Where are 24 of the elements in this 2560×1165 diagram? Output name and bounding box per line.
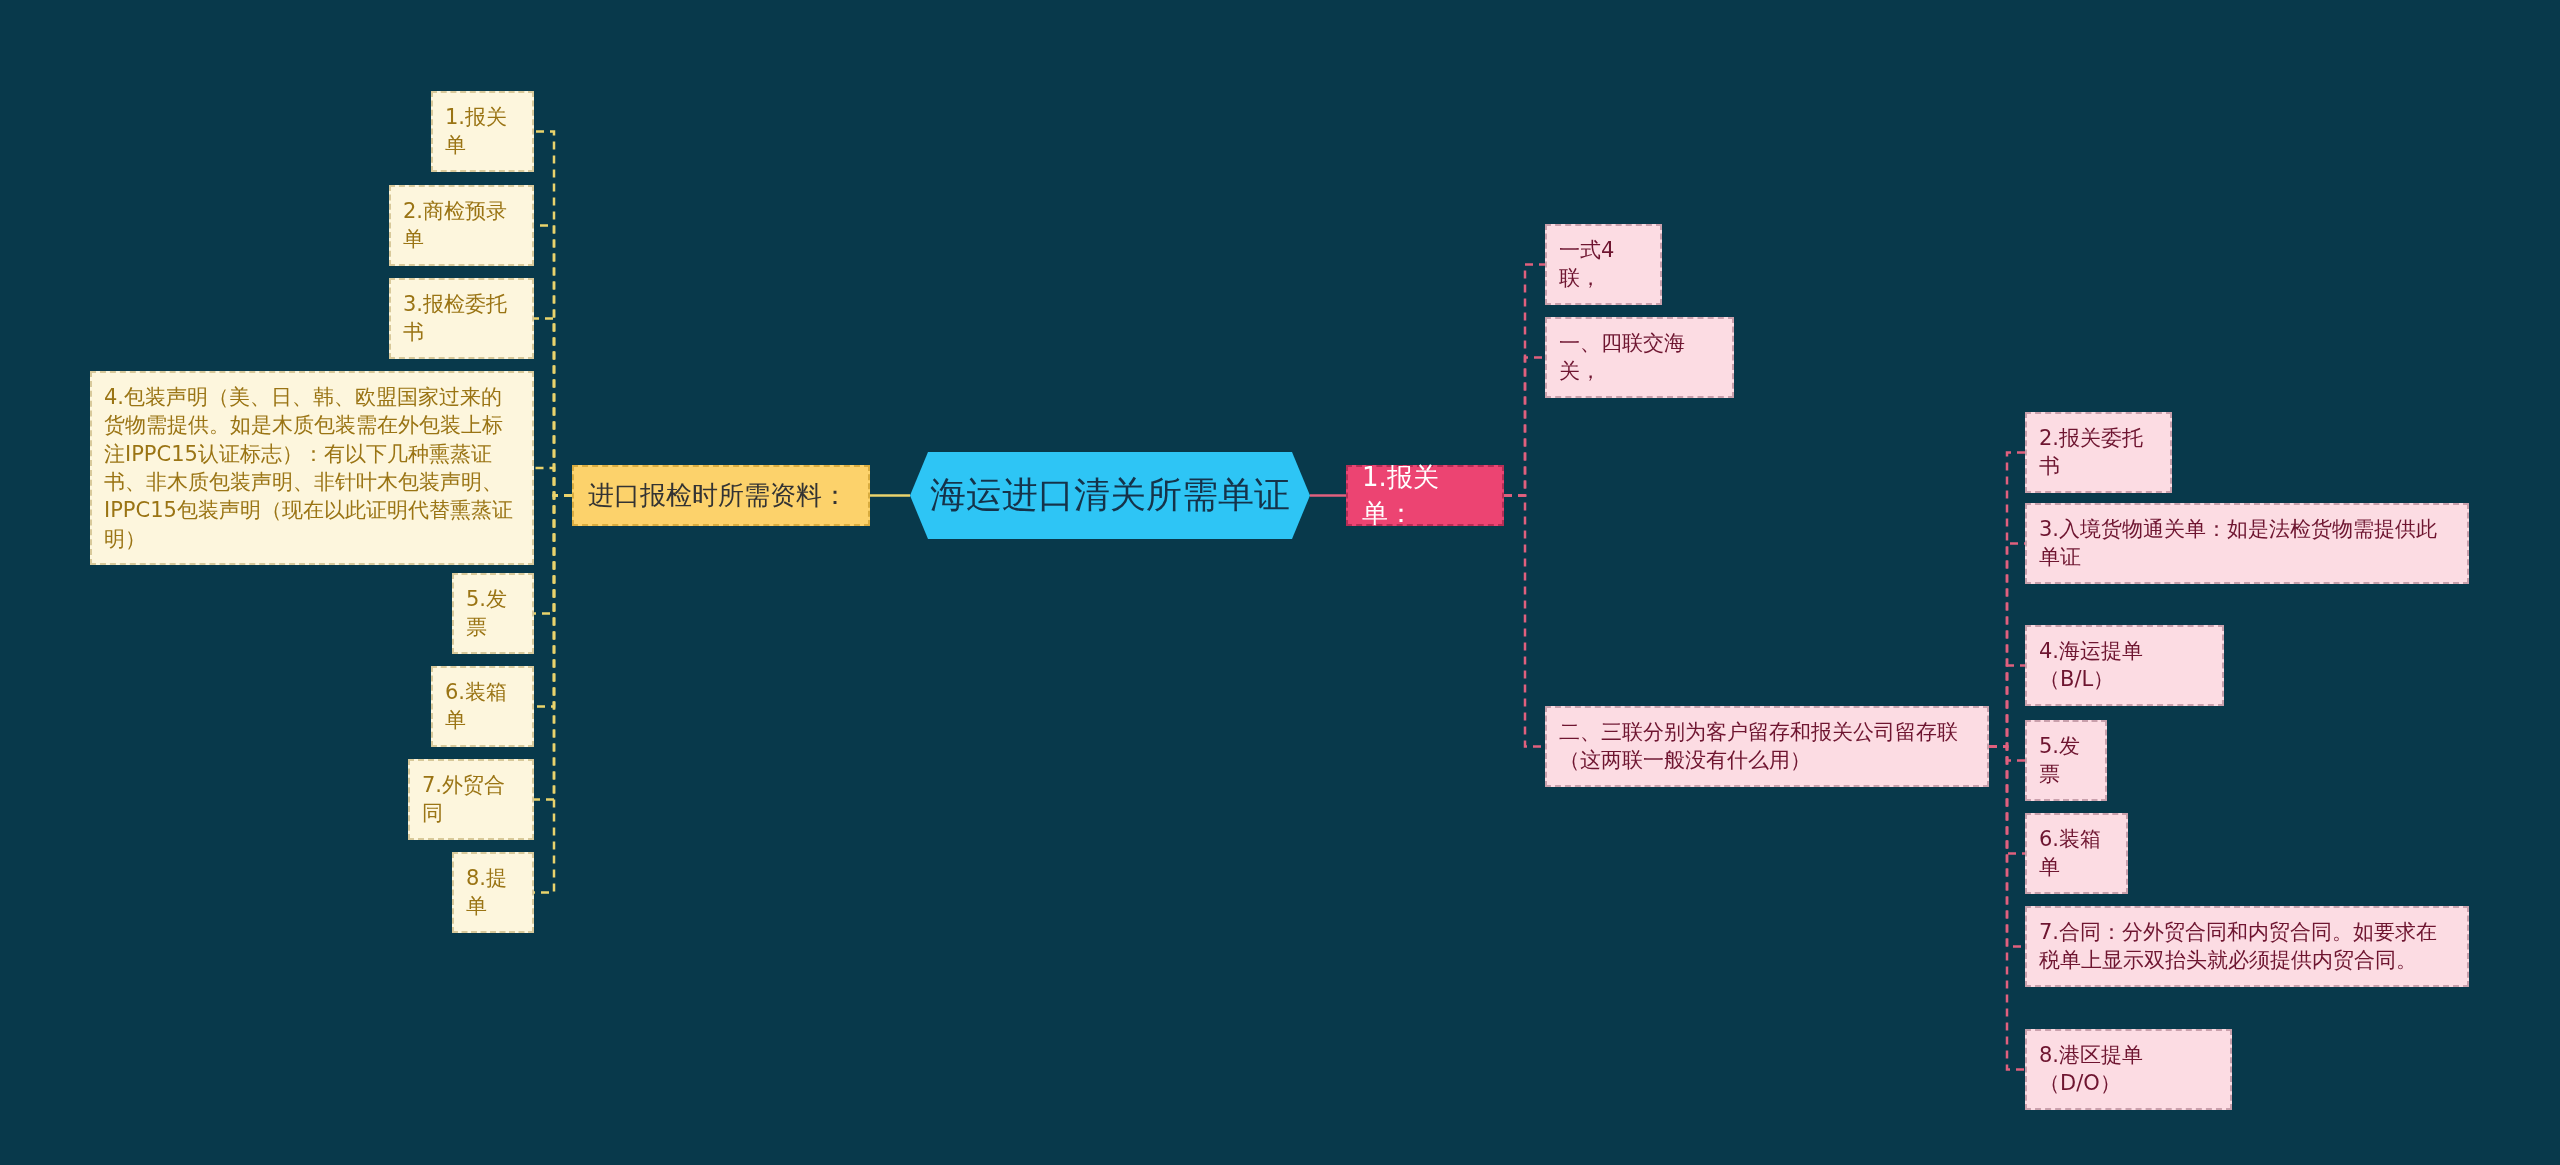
subtopic-box: 4.海运提单（B/L） [2025, 625, 2224, 706]
subtopic-box: 2.报关委托书 [2025, 412, 2172, 493]
topic-box: 1.报关单： [1346, 465, 1504, 526]
subtopic-box: 4.包装声明（美、日、韩、欧盟国家过来的货物需提供。如是木质包装需在外包装上标注IPPC15认证标志）：有以下几种熏蒸证书、非木质包装声明、非针叶木包装声明、IPPC15包装声明（现在以此证明代替熏蒸证明） [90, 371, 534, 566]
subtopic-box: 8.港区提单（D/O） [2025, 1029, 2232, 1110]
subtopic-box: 一式4联， [1545, 224, 1662, 305]
subtopic-box: 7.合同：分外贸合同和内贸合同。如要求在税单上显示双抬头就必须提供内贸合同。 [2025, 906, 2469, 987]
subtopic-box: 8.提单 [452, 852, 534, 933]
subtopic-box: 3.报检委托书 [389, 278, 534, 359]
subtopic-box: 5.发票 [452, 573, 534, 654]
topic-box: 进口报检时所需资料： [572, 465, 870, 526]
connector-line [1310, 494, 1346, 497]
subtopic-box: 5.发票 [2025, 720, 2107, 801]
subtopic-box: 二、三联分别为客户留存和报关公司留存联（这两联一般没有什么用） [1545, 706, 1989, 787]
subtopic-box: 2.商检预录单 [389, 185, 534, 266]
subtopic-box: 一、四联交海关， [1545, 317, 1734, 398]
connector-line [870, 494, 910, 497]
subtopic-box: 6.装箱单 [431, 666, 534, 747]
subtopic-box: 6.装箱单 [2025, 813, 2128, 894]
subtopic-box: 1.报关单 [431, 91, 534, 172]
central-topic: 海运进口清关所需单证 [910, 452, 1310, 539]
connector-line [1989, 745, 2025, 1071]
subtopic-box: 3.入境货物通关单：如是法检货物需提供此单证 [2025, 503, 2469, 584]
subtopic-box: 7.外贸合同 [408, 759, 534, 840]
